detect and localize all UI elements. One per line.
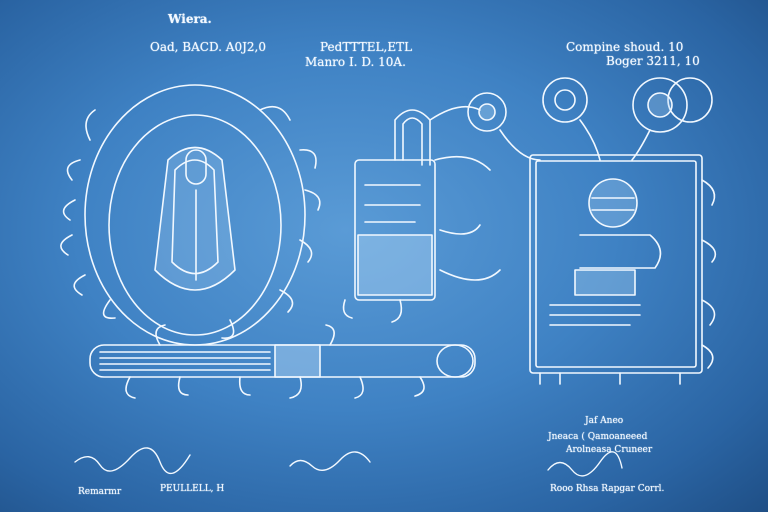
handle-body — [154, 146, 236, 291]
right-panel — [529, 154, 703, 374]
footer-left-caption: Remarmr — [78, 487, 122, 497]
footer-right-line-3: Arolneasa Cruneer — [566, 445, 653, 455]
inner-oval-housing — [108, 114, 282, 336]
gauge-1 — [467, 92, 507, 132]
central-fill — [357, 234, 433, 296]
footer-right-line-2: Jneaca ( Qamoaneeed — [548, 432, 648, 442]
footer-right-caption: Rooo Rhsa Rapgar Corrl. — [550, 484, 665, 494]
central-body — [354, 159, 436, 301]
signature-left — [74, 447, 191, 474]
footer-center-caption: PEULLELL, H — [160, 484, 225, 494]
gauge-2 — [542, 77, 588, 123]
signature-right — [547, 451, 623, 477]
sheet-title: Wiera. — [168, 12, 212, 26]
gauge-3 — [632, 77, 688, 133]
header-right-line-2: Boger 3211, 10 — [606, 54, 700, 68]
handle-slot — [185, 149, 207, 185]
central-hook-inner — [402, 117, 423, 166]
signature-center — [289, 451, 371, 472]
header-right-line-1: Compine shoud. 10 — [566, 40, 684, 54]
header-center-line-1: PedTTTEL,ETL — [320, 40, 413, 54]
panel-dial — [588, 178, 638, 228]
footer-right-line-1: Jaf Aneo — [585, 416, 624, 426]
header-left-line: Oad, BACD. A0J2,0 — [150, 40, 266, 54]
header-center-line-2: Manro I. D. 10A. — [305, 55, 406, 69]
handle-inner — [171, 159, 219, 275]
